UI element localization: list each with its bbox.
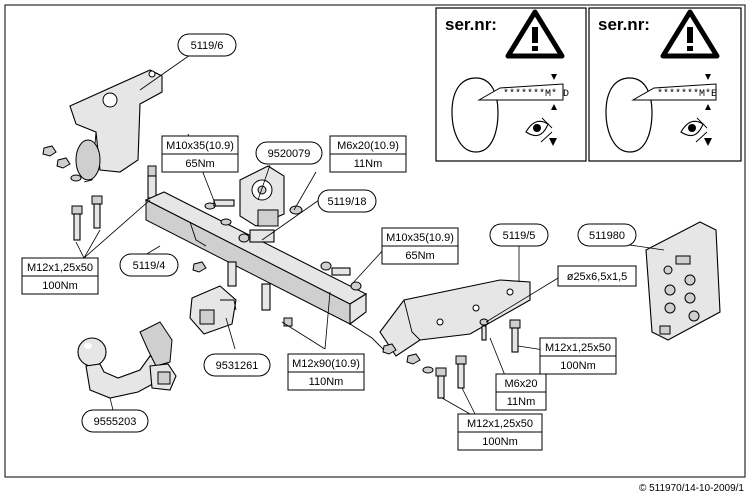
diagram-frame [4, 4, 746, 478]
callout-5119-4: 5119/4 [119, 253, 179, 277]
callout-9520079: 9520079 [255, 141, 323, 165]
svg-text:110Nm: 110Nm [309, 376, 344, 388]
svg-text:511980: 511980 [589, 230, 625, 242]
callout-511980: 511980 [577, 223, 637, 247]
spec-m10x35-top: M10x35(10.9) 65Nm [161, 135, 239, 173]
svg-text:5119/18: 5119/18 [328, 196, 367, 208]
serial-code-e: *******M*E [657, 88, 717, 100]
center-bracket-9520079 [238, 165, 303, 243]
right-bracket-5119-5 [349, 279, 531, 357]
svg-text:M12x1,25x50: M12x1,25x50 [467, 418, 533, 430]
svg-text:9531261: 9531261 [216, 360, 259, 372]
callout-5119-18: 5119/18 [317, 189, 377, 213]
spec-m12x125-right: M12x1,25x50 100Nm [539, 337, 617, 375]
svg-text:11Nm: 11Nm [354, 158, 383, 170]
left-bracket-5119-6 [69, 69, 163, 183]
svg-text:65Nm: 65Nm [405, 250, 434, 262]
serial-code-d: *******M* D [503, 88, 569, 100]
spec-m6x20-bottom: M6x20 11Nm [495, 373, 547, 411]
serial-panel-d-title: ser.nr: [445, 15, 497, 34]
svg-text:M10x35(10.9): M10x35(10.9) [386, 232, 454, 244]
serial-panel-d: ser.nr: *******M* D [435, 7, 587, 162]
svg-text:100Nm: 100Nm [560, 360, 595, 372]
spec-m6x20-top: M6x20(10.9) 11Nm [329, 135, 407, 173]
callout-5119-5: 5119/5 [489, 223, 549, 247]
serial-panel-e-title: ser.nr: [598, 15, 650, 34]
copyright-footer: © 511970/14-10-2009/1 [639, 483, 744, 494]
left-bolts [42, 145, 157, 241]
svg-text:ø25x6,5x1,5: ø25x6,5x1,5 [567, 271, 628, 283]
svg-text:11Nm: 11Nm [507, 396, 536, 408]
svg-text:9555203: 9555203 [94, 416, 137, 428]
serial-panel-e: ser.nr: *******M*E [588, 7, 742, 162]
callout-9531261: 9531261 [203, 353, 271, 377]
callout-9555203: 9555203 [81, 409, 149, 433]
svg-text:M6x20: M6x20 [504, 378, 537, 390]
eye-icon [525, 117, 553, 143]
warning-triangle-icon [660, 9, 720, 59]
svg-text:100Nm: 100Nm [482, 436, 517, 448]
cross-beam-5119-4 [144, 191, 368, 326]
spec-m12x125-bottom: M12x1,25x50 100Nm [457, 413, 543, 451]
spec-m12x125-left: M12x1,25x50 100Nm [21, 257, 99, 295]
spec-m12x90: M12x90(10.9) 110Nm [287, 353, 365, 391]
tow-ball-9555203 [77, 321, 177, 399]
svg-text:M12x1,25x50: M12x1,25x50 [545, 342, 611, 354]
socket-9531261 [189, 285, 237, 335]
svg-text:5119/5: 5119/5 [503, 230, 536, 242]
svg-text:M12x1,25x50: M12x1,25x50 [27, 262, 93, 274]
eye-icon [680, 117, 708, 143]
beam-bolts [192, 199, 362, 327]
svg-text:65Nm: 65Nm [185, 158, 214, 170]
svg-text:M10x35(10.9): M10x35(10.9) [166, 140, 234, 152]
svg-text:5119/6: 5119/6 [191, 40, 224, 52]
svg-text:100Nm: 100Nm [42, 280, 77, 292]
right-bolts [382, 318, 521, 399]
svg-text:M12x90(10.9): M12x90(10.9) [292, 358, 360, 370]
svg-text:M6x20(10.9): M6x20(10.9) [337, 140, 399, 152]
callout-5119-6: 5119/6 [177, 33, 237, 57]
spec-m10x35-right: M10x35(10.9) 65Nm [381, 227, 459, 265]
wiring-plate-511980 [645, 221, 721, 341]
svg-text:5119/4: 5119/4 [133, 260, 166, 272]
spec-washer: ø25x6,5x1,5 [557, 265, 637, 287]
svg-text:9520079: 9520079 [268, 148, 311, 160]
warning-triangle-icon [505, 9, 565, 59]
